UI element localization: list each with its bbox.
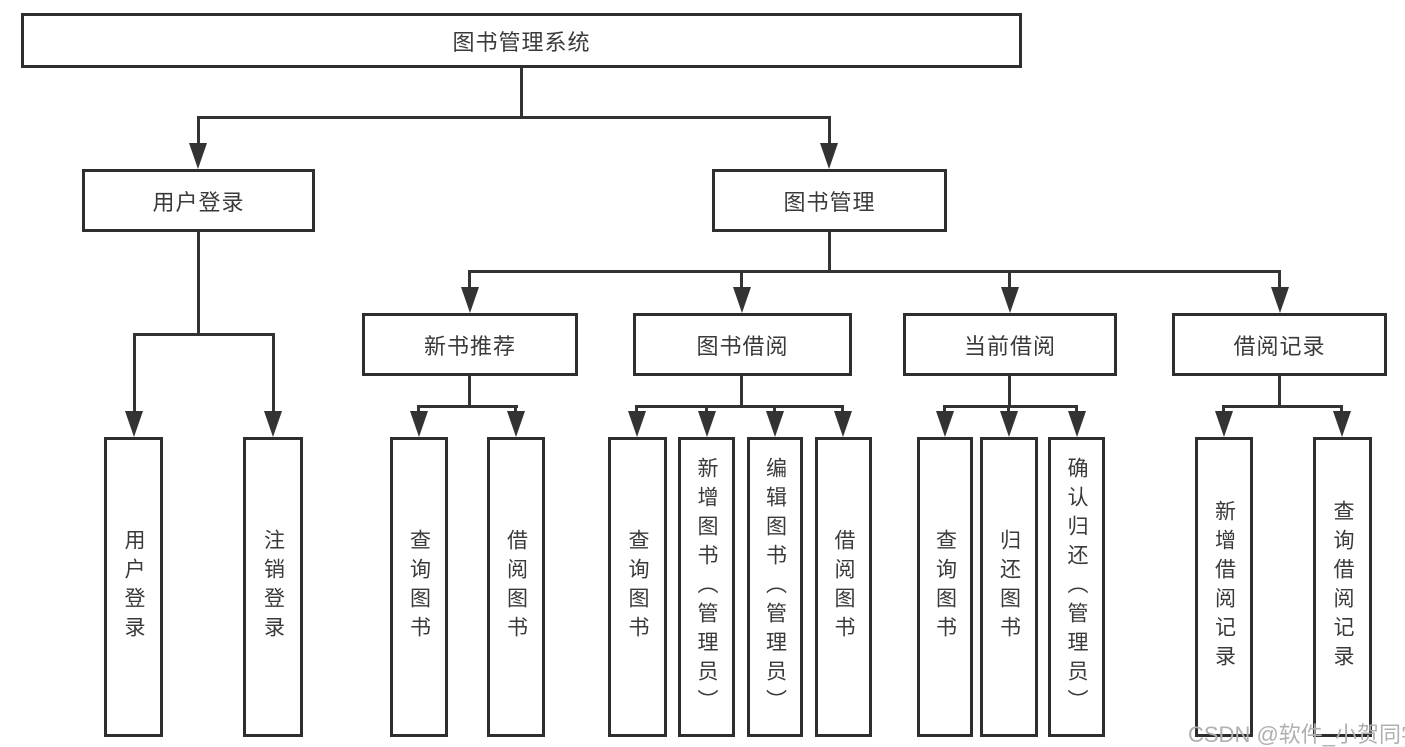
node-current-borrow: 当前借阅 — [903, 313, 1117, 376]
connector-line — [197, 116, 831, 119]
leaf-label: 用户登录 — [122, 529, 145, 645]
arrowhead-icon — [1271, 287, 1289, 313]
leaf-label: 借阅图书 — [504, 529, 528, 645]
arrowhead-icon — [264, 411, 282, 437]
leaf-return-books: 归还图书 — [980, 437, 1038, 737]
arrowhead-icon — [1068, 411, 1086, 437]
arrowhead-icon — [766, 411, 784, 437]
connector-line — [740, 376, 743, 408]
arrowhead-icon — [1001, 287, 1019, 313]
connector-line — [468, 376, 471, 408]
connector-line — [705, 405, 708, 414]
connector-line — [1222, 405, 1225, 414]
connector-line — [635, 405, 638, 414]
connector-line — [828, 232, 831, 272]
leaf-query-borrow-record: 查询借阅记录 — [1313, 437, 1372, 737]
arrowhead-icon — [1000, 411, 1018, 437]
arrowhead-icon — [410, 411, 428, 437]
leaf-label: 归还图书 — [997, 529, 1021, 645]
node-book-borrow: 图书借阅 — [633, 313, 852, 376]
connector-line — [828, 116, 831, 146]
connector-line — [1278, 270, 1281, 289]
leaf-label: 确认归还（管理员） — [1065, 456, 1088, 718]
leaf-add-books-admin: 新增图书（管理员） — [678, 437, 735, 737]
connector-line — [133, 333, 136, 414]
arrowhead-icon — [125, 411, 143, 437]
arrowhead-icon — [461, 287, 479, 313]
connector-line — [943, 405, 946, 414]
leaf-query-books-recommend: 查询图书 — [390, 437, 448, 737]
leaf-label: 查询图书 — [407, 529, 431, 645]
arrowhead-icon — [820, 143, 838, 169]
connector-line — [1340, 405, 1343, 414]
leaf-confirm-return-admin: 确认归还（管理员） — [1048, 437, 1105, 737]
connector-line — [943, 405, 1078, 408]
connector-line — [468, 270, 471, 289]
node-user-login: 用户登录 — [82, 169, 315, 232]
connector-line — [468, 270, 1281, 273]
arrowhead-icon — [936, 411, 954, 437]
node-new-book-recommend: 新书推荐 — [362, 313, 578, 376]
connector-line — [197, 116, 200, 146]
connector-line — [841, 405, 844, 414]
leaf-user-login: 用户登录 — [104, 437, 163, 737]
arrowhead-icon — [628, 411, 646, 437]
connector-line — [514, 405, 517, 414]
leaf-logout: 注销登录 — [243, 437, 303, 737]
node-borrow-records: 借阅记录 — [1172, 313, 1387, 376]
leaf-label: 编辑图书（管理员） — [763, 456, 787, 718]
arrowhead-icon — [1333, 411, 1351, 437]
connector-line — [1008, 270, 1011, 289]
node-book-management: 图书管理 — [712, 169, 947, 232]
leaf-label: 新增图书（管理员） — [695, 456, 718, 718]
leaf-borrow-books: 借阅图书 — [815, 437, 872, 737]
connector-line — [133, 333, 275, 336]
leaf-query-books-current: 查询图书 — [917, 437, 973, 737]
leaf-label: 查询借阅记录 — [1331, 500, 1354, 674]
leaf-query-books-borrow: 查询图书 — [608, 437, 667, 737]
leaf-label: 注销登录 — [261, 529, 285, 645]
arrowhead-icon — [1215, 411, 1233, 437]
connector-line — [635, 405, 844, 408]
connector-line — [1278, 376, 1281, 408]
connector-line — [520, 68, 523, 118]
connector-line — [197, 232, 200, 335]
leaf-borrow-books-recommend: 借阅图书 — [487, 437, 545, 737]
leaf-label: 新增借阅记录 — [1212, 500, 1236, 674]
connector-line — [417, 405, 518, 408]
connector-line — [1222, 405, 1343, 408]
connector-line — [272, 333, 275, 414]
connector-line — [773, 405, 776, 414]
connector-line — [1007, 405, 1010, 414]
node-root: 图书管理系统 — [21, 13, 1022, 68]
leaf-label: 借阅图书 — [832, 529, 855, 645]
connector-line — [1008, 376, 1011, 408]
connector-line — [740, 270, 743, 289]
arrowhead-icon — [698, 411, 716, 437]
leaf-label: 查询图书 — [933, 529, 957, 645]
arrowhead-icon — [189, 143, 207, 169]
arrowhead-icon — [834, 411, 852, 437]
csdn-watermark: CSDN @软件_小贺同学 — [1188, 722, 1405, 747]
arrowhead-icon — [507, 411, 525, 437]
arrowhead-icon — [733, 287, 751, 313]
leaf-add-borrow-record: 新增借阅记录 — [1195, 437, 1253, 737]
connector-line — [417, 405, 420, 414]
leaf-edit-books-admin: 编辑图书（管理员） — [747, 437, 803, 737]
connector-line — [1075, 405, 1078, 414]
leaf-label: 查询图书 — [626, 529, 649, 645]
